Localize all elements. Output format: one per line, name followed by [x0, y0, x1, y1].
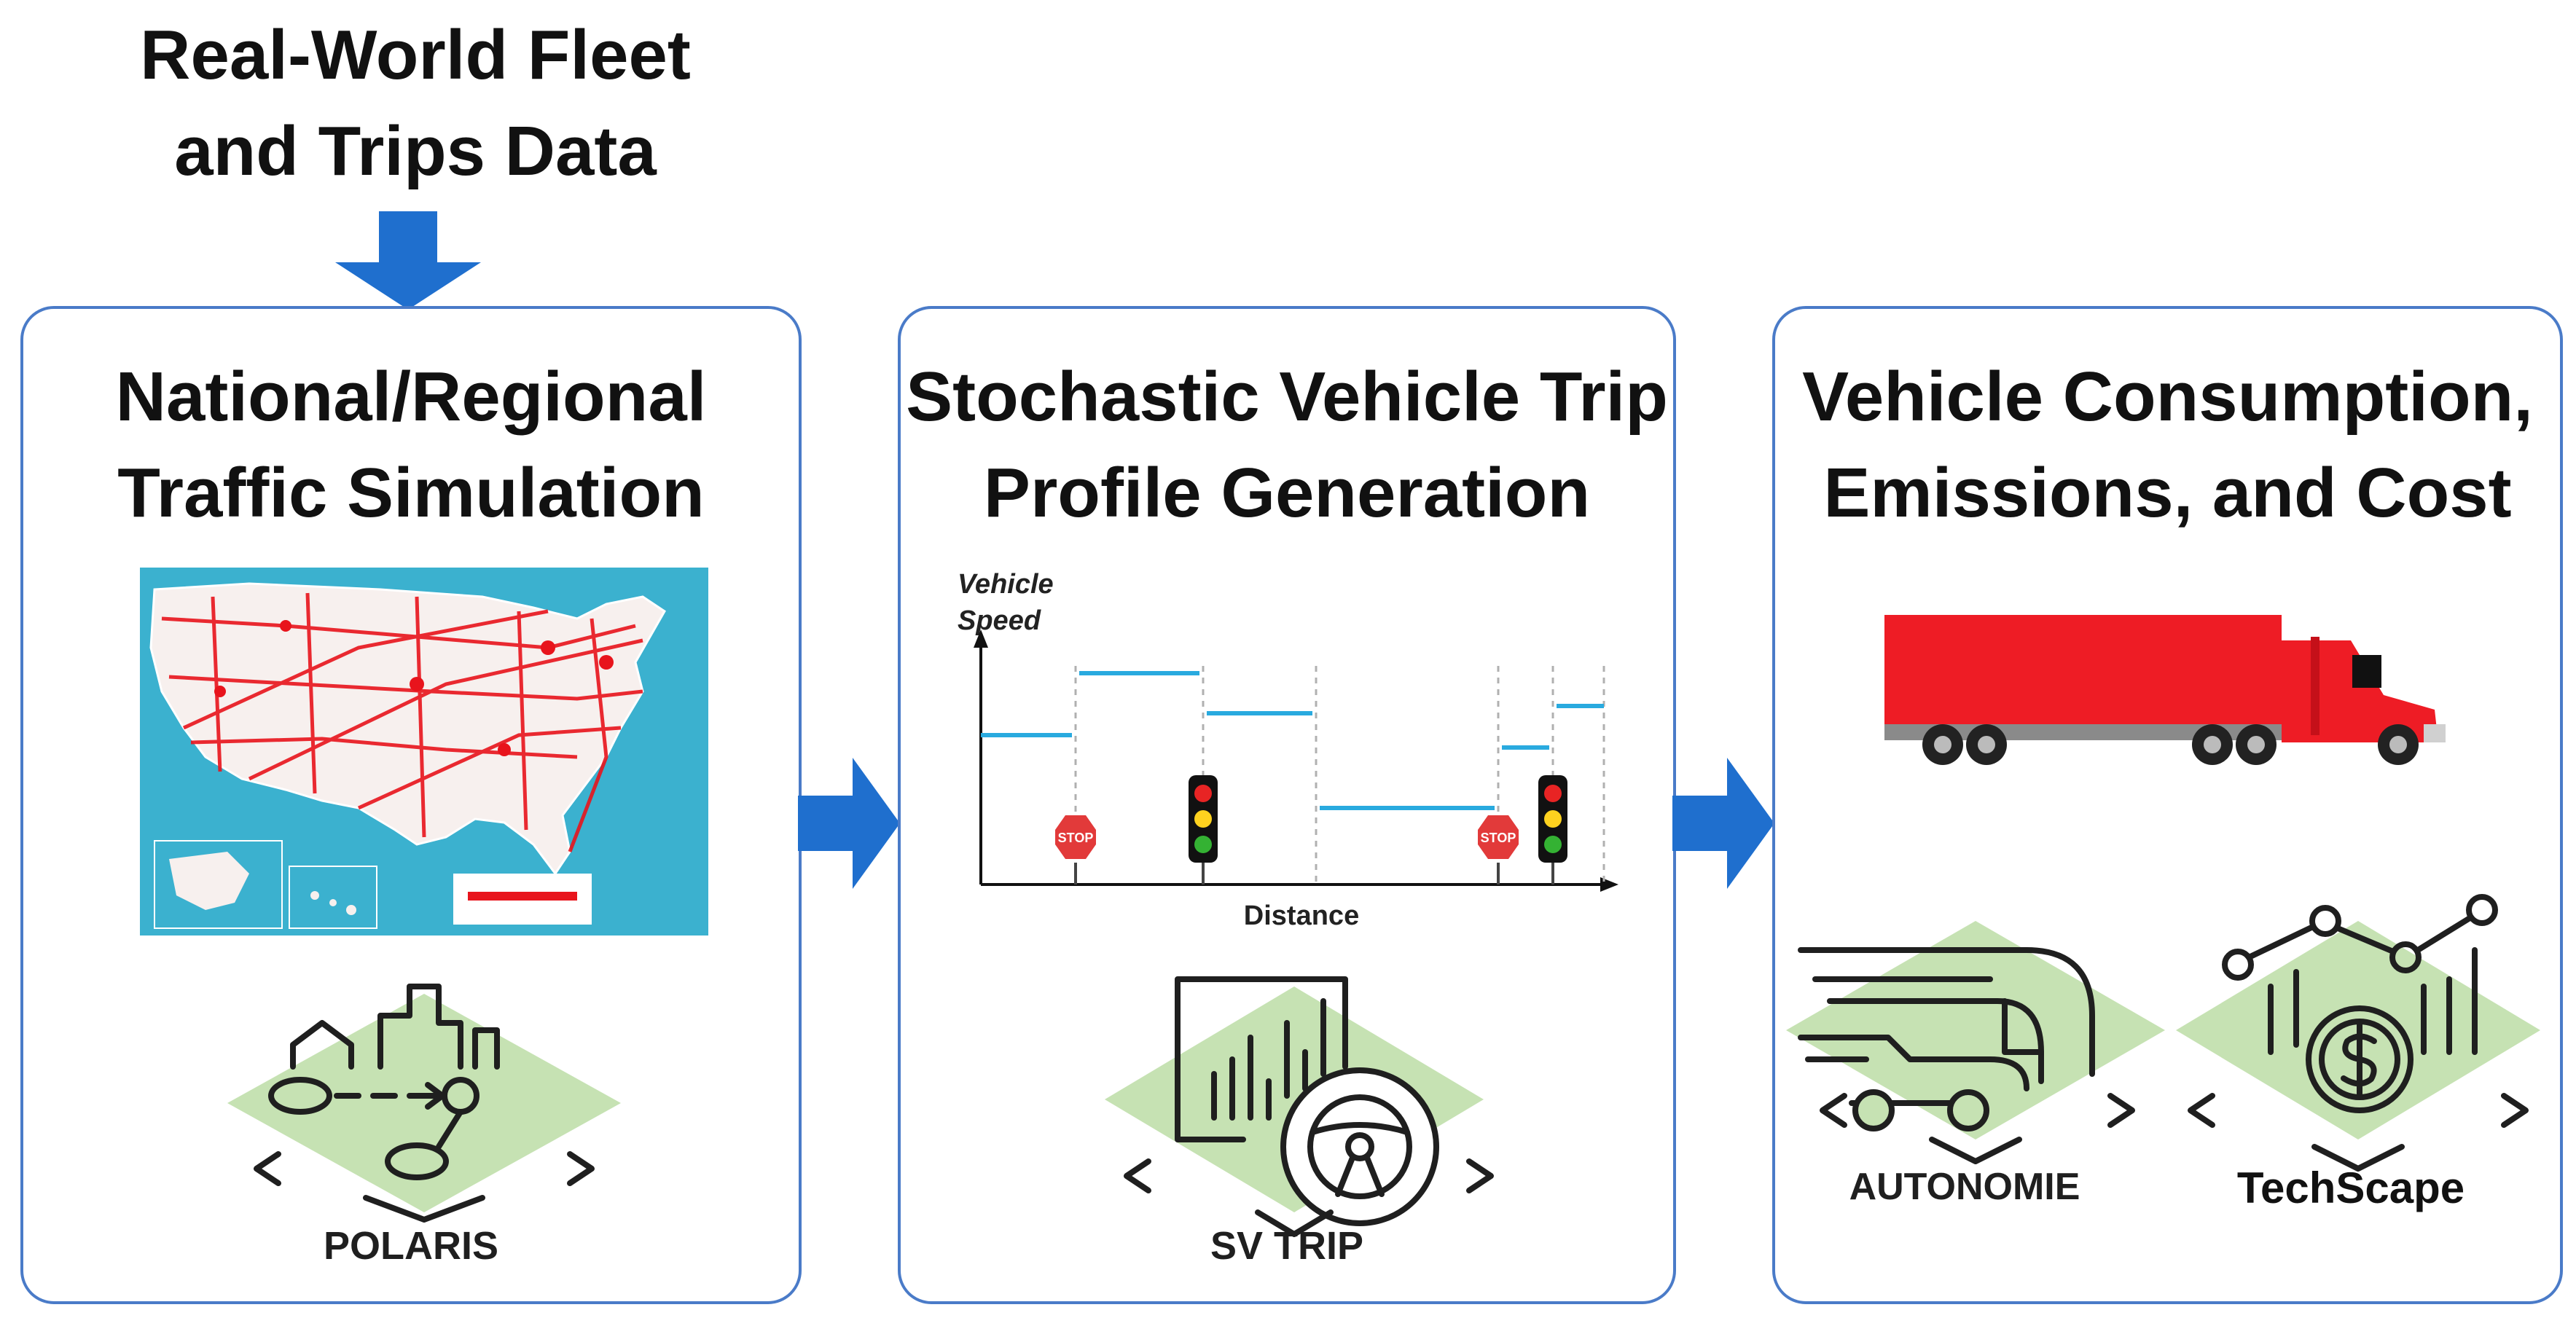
- chart-ylabel-line1: Vehicle: [958, 569, 1054, 600]
- panel-traffic-simulation: National/Regional Traffic Simulation: [20, 306, 802, 1304]
- tool-label-techscape: TechScape: [2236, 1164, 2465, 1212]
- chart-ylabel-line2: Speed: [958, 605, 1041, 636]
- panel-title-line1: National/Regional: [115, 358, 707, 436]
- input-data-line2: and Trips Data: [174, 112, 657, 190]
- tool-label-autonomie: AUTONOMIE: [1849, 1166, 2080, 1208]
- techscape-icon: [2176, 894, 2540, 1172]
- speed-profile-chart: Vehicle Speed Distance: [958, 569, 1618, 931]
- tool-label-polaris: POLARIS: [323, 1224, 499, 1268]
- tool-label-sv-trip: SV TRIP: [1210, 1224, 1364, 1268]
- down-arrow-icon: [335, 211, 481, 310]
- stop-sign-text: STOP: [1481, 831, 1516, 845]
- panel-title: Vehicle Consumption, Emissions, and Cost: [1775, 349, 2560, 541]
- panel-title-line1: Stochastic Vehicle Trip: [906, 358, 1668, 436]
- autonomie-icon: [1786, 921, 2165, 1164]
- input-data-line1: Real-World Fleet: [140, 16, 691, 94]
- panel-title-line2: Traffic Simulation: [117, 454, 705, 532]
- right-arrow-icon: [1672, 758, 1774, 889]
- stop-sign-icon: STOP: [1055, 815, 1096, 884]
- panel-title-line2: Emissions, and Cost: [1823, 454, 2512, 532]
- us-road-map: [140, 568, 708, 935]
- traffic-light-icon: [1189, 775, 1218, 884]
- panel-consumption-cost: Vehicle Consumption, Emissions, and Cost: [1772, 306, 2563, 1304]
- chart-xlabel: Distance: [1244, 901, 1359, 931]
- polaris-icon: [227, 984, 621, 1223]
- panel-title-line2: Profile Generation: [983, 454, 1591, 532]
- sv-trip-icon: [1105, 976, 1494, 1237]
- truck-icon: [1884, 615, 2446, 765]
- traffic-light-icon: [1538, 775, 1567, 884]
- panel-trip-profile: Stochastic Vehicle Trip Profile Generati…: [898, 306, 1676, 1304]
- input-data-title: Real-World Fleet and Trips Data: [66, 7, 765, 200]
- stop-sign-text: STOP: [1058, 831, 1094, 845]
- stop-sign-icon: STOP: [1478, 815, 1519, 884]
- panel-title: Stochastic Vehicle Trip Profile Generati…: [901, 349, 1673, 541]
- panel-title: National/Regional Traffic Simulation: [23, 349, 799, 541]
- panel-title-line1: Vehicle Consumption,: [1802, 358, 2533, 436]
- right-arrow-icon: [798, 758, 900, 889]
